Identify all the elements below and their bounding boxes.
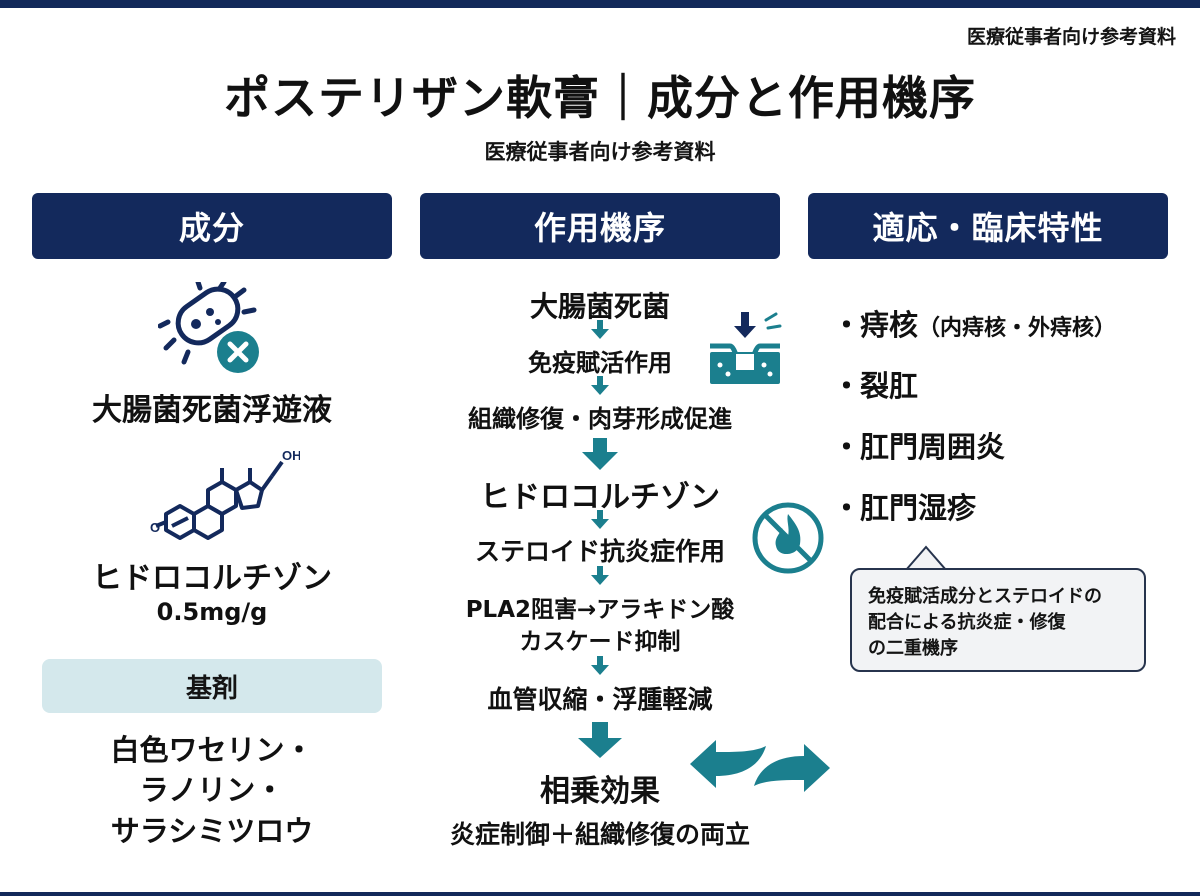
base-line-2: ラノリン・: [139, 773, 285, 807]
ingredient-1-name: 大腸菌死菌浮遊液: [92, 393, 332, 428]
indication-2-main: 裂肛: [860, 369, 919, 403]
indication-1-sub: （内痔核・外痔核）: [918, 316, 1117, 341]
indication-item-1: ・痔核（内痔核・外痔核）: [832, 308, 1117, 342]
flow-step-6-line-1: PLA2阻害→アラキドン酸: [465, 597, 735, 623]
steroid-structure-icon: OH O: [150, 448, 300, 540]
callout-line-1: 免疫賦活成分とステロイドの: [868, 586, 1102, 607]
flow-arrow-large-1: [582, 438, 618, 470]
flow-step-7: 血管収縮・浮腫軽減: [487, 685, 713, 714]
callout-line-2: 配合による抗炎症・修復: [868, 612, 1066, 633]
corner-label: 医療従事者向け参考資料: [966, 26, 1176, 48]
ingredients-header: 成分: [32, 193, 392, 259]
indications-header: 適応・臨床特性: [808, 193, 1168, 259]
indication-3-main: 肛門周囲炎: [860, 430, 1006, 464]
callout-line-3: の二重機序: [868, 638, 958, 659]
mechanism-header: 作用機序: [420, 193, 780, 259]
top-accent-bar: [0, 0, 1200, 8]
flow-arrow-small-2: [591, 376, 609, 395]
tissue-repair-icon: [710, 312, 782, 384]
flow-step-6-line-2: カスケード抑制: [519, 629, 681, 655]
flow-arrow-small-4: [591, 566, 609, 585]
page-title: ポステリザン軟膏｜成分と作用機序: [224, 71, 976, 125]
flow-arrow-small-1: [591, 320, 609, 339]
flow-arrow-small-3: [591, 510, 609, 529]
no-inflammation-icon: [752, 502, 824, 574]
page-subtitle: 医療従事者向け参考資料: [484, 140, 716, 164]
bottom-accent-bar: [0, 892, 1200, 896]
bacteria-cross-icon: [158, 282, 259, 373]
oh-label: OH: [282, 448, 300, 463]
indication-item-3: ・肛門周囲炎: [832, 430, 1006, 464]
ingredient-2-name: ヒドロコルチゾン: [92, 561, 332, 596]
flow-step-1: 大腸菌死菌: [529, 290, 670, 323]
flow-step-5: ステロイド抗炎症作用: [474, 537, 725, 566]
mechanism-callout: 免疫賦活成分とステロイドの 配合による抗炎症・修復 の二重機序: [850, 568, 1146, 672]
base-label: 基剤: [42, 659, 382, 713]
synergy-text: 炎症制御＋組織修復の両立: [449, 820, 750, 849]
ingredient-2-dose: 0.5mg/g: [156, 598, 268, 626]
base-line-1: 白色ワセリン・: [110, 733, 314, 767]
flow-step-2: 免疫賦活作用: [528, 349, 672, 377]
synergy-title: 相乗効果: [540, 774, 660, 809]
flow-step-3: 組織修復・肉芽形成促進: [468, 405, 732, 433]
indication-1-main: 痔核: [860, 308, 919, 342]
flow-arrow-small-5: [591, 656, 609, 675]
o-label: O: [150, 520, 160, 535]
exchange-arrows-icon: [690, 740, 830, 792]
indication-item-2: ・裂肛: [832, 369, 919, 403]
flow-step-4: ヒドロコルチゾン: [480, 480, 720, 515]
flow-arrow-large-2: [578, 722, 622, 758]
base-line-3: サラシミツロウ: [110, 814, 314, 848]
indication-4-main: 肛門湿疹: [860, 491, 977, 525]
indication-item-4: ・肛門湿疹: [832, 491, 977, 525]
